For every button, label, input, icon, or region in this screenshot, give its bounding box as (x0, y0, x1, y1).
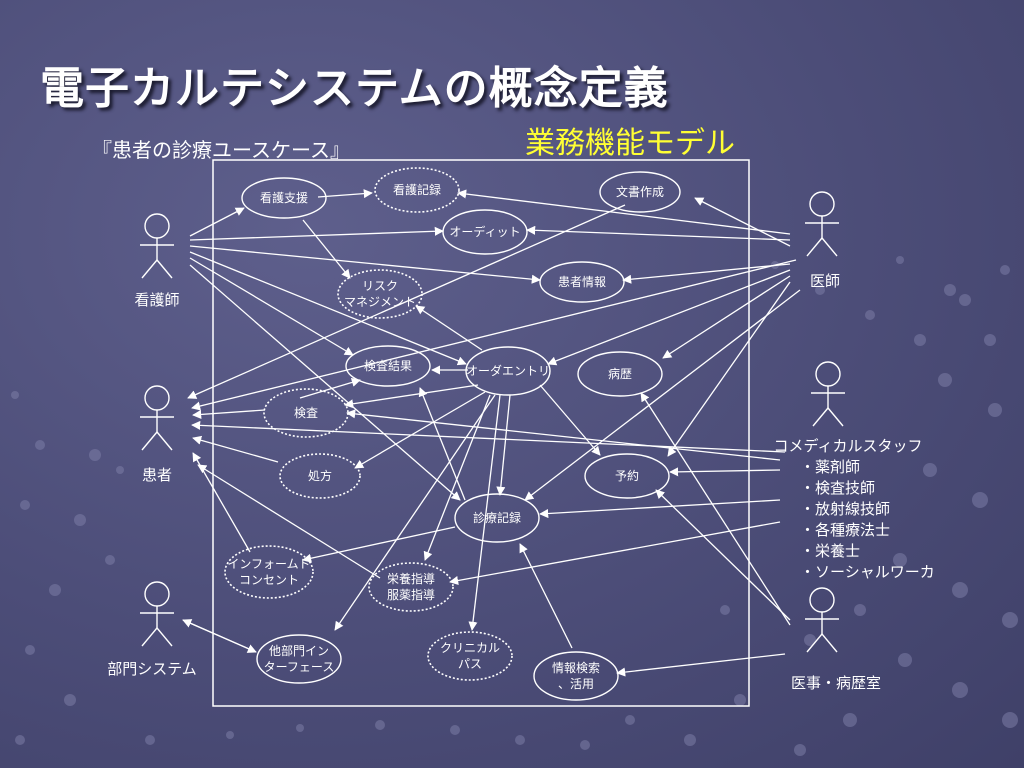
use-case-label: 情報検索 (552, 661, 600, 675)
use-case-label: 他部門イン (269, 643, 329, 658)
actor-patient-figure (140, 385, 174, 451)
staff-item: ・放射線技師 (800, 500, 890, 518)
use-case-label: 文書作成 (616, 184, 664, 199)
use-case-shapes (241, 171, 681, 701)
actor-dept-system-label: 部門システム (107, 660, 197, 678)
use-case-label: 栄養指導 (387, 571, 435, 586)
use-case-info-search (533, 651, 619, 701)
use-case-document-creation (599, 171, 681, 213)
use-case-label: コンセント (239, 573, 299, 587)
use-case-appointment (584, 453, 670, 499)
actor-nurse-label: 看護師 (134, 291, 179, 309)
use-case-risk-mgmt (337, 269, 423, 319)
use-case-label: 検査 (294, 406, 318, 420)
use-case-label: クリニカル (440, 641, 500, 655)
use-case-label: オーディット (449, 224, 520, 239)
use-case-label: インフォームド (227, 557, 310, 571)
use-case-labels: 看護支援 看護記録 文書作成 オーディット 患者情報 リスク マネジメント 検査… (227, 182, 664, 691)
use-case-label: 服薬指導 (387, 587, 435, 602)
staff-item: ・薬剤師 (800, 458, 860, 476)
use-case-label: パス (458, 657, 482, 671)
system-boundary (212, 159, 750, 707)
staff-item: ・栄養士 (800, 542, 860, 560)
staff-item: ・検査技師 (800, 479, 875, 497)
actor-medical-records-label: 医事・病歴室 (791, 674, 881, 692)
use-case-label: マネジメント (344, 295, 416, 309)
use-case-nutrition-guidance (368, 562, 454, 612)
use-case-label: 予約 (615, 468, 639, 483)
use-case-audit (442, 209, 528, 255)
use-case-label: ターフェース (264, 660, 335, 674)
slide-title: 電子カルテシステムの概念定義 (40, 63, 669, 114)
use-case-clinical-record (454, 493, 540, 543)
actor-patient-label: 患者 (142, 466, 172, 484)
use-case-label: 検査結果 (364, 359, 412, 373)
slide-subtitle: 業務機能モデル (525, 126, 735, 161)
use-case-label: 病歴 (608, 366, 632, 381)
use-case-label: 診療記録 (473, 510, 521, 525)
use-case-label: 看護記録 (393, 182, 441, 197)
use-case-patient-info (539, 261, 625, 303)
use-case-label: 処方 (308, 468, 332, 483)
use-case-test-results (345, 345, 431, 387)
actor-nurse-figure (140, 213, 174, 279)
use-case-label: 患者情報 (558, 275, 606, 289)
use-case-medical-history (577, 351, 663, 397)
actor-doctor-figure (805, 191, 839, 257)
use-case-informed-consent (224, 545, 314, 599)
comedical-staff-list: ・薬剤師 ・検査技師 ・放射線技師 ・各種療法士 ・栄養士 ・ソーシャルワーカ (800, 458, 935, 581)
use-case-nursing-record (374, 167, 460, 213)
use-case-label: リスク (362, 279, 398, 293)
association-lines (182, 189, 801, 677)
use-case-nursing-support (241, 177, 327, 219)
actor-doctor-label: 医師 (810, 272, 840, 290)
staff-item: ・ソーシャルワーカ (800, 563, 935, 581)
use-case-examination (263, 388, 349, 438)
use-case-label: 、活用 (558, 677, 594, 691)
actor-comedical-figure (811, 361, 845, 427)
actor-comedical-label: コメディカルスタッフ (774, 437, 923, 455)
use-case-shapes-dotted (224, 167, 513, 681)
staff-item: ・各種療法士 (800, 521, 890, 539)
diagram-caption: 『患者の診療ユースケース』 (92, 138, 350, 162)
background-dots (11, 256, 1018, 756)
dept-bidirectional-arrow (182, 619, 257, 653)
actor-medical-records-figure (805, 587, 839, 653)
use-case-order-entry (465, 346, 551, 396)
use-case-interdept-interface (256, 634, 342, 684)
use-case-prescription (279, 453, 361, 499)
use-case-label: 看護支援 (260, 190, 308, 205)
use-case-label: オーダエントリ (466, 363, 550, 378)
use-case-clinical-path (427, 631, 513, 681)
actor-dept-system-figure (140, 581, 174, 647)
